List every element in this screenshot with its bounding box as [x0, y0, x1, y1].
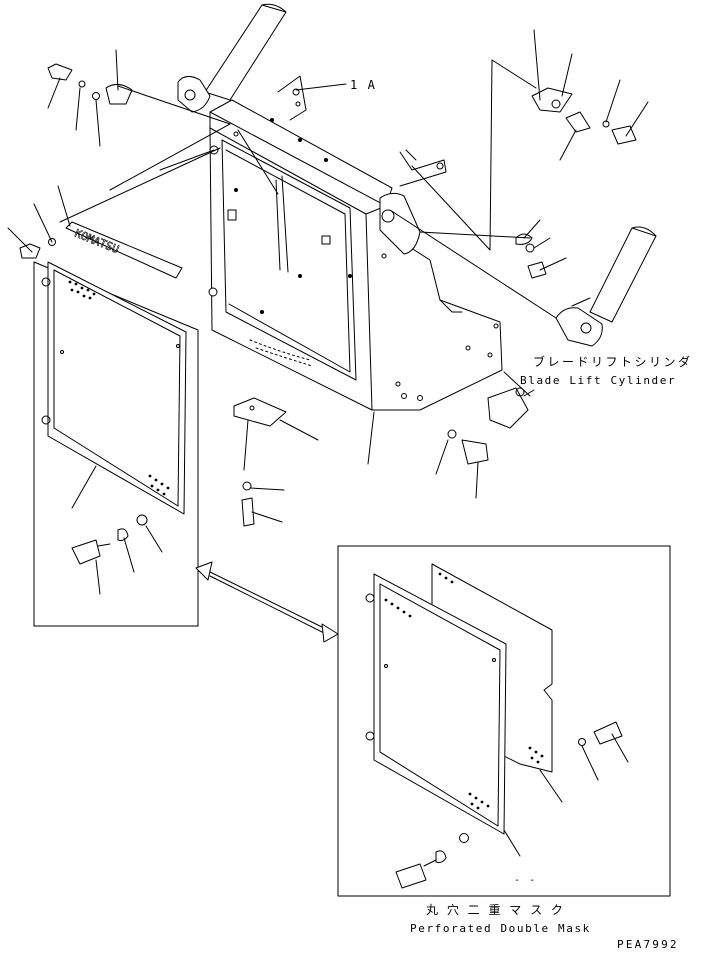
left-cylinder-rod [178, 4, 286, 112]
figure-code: PEA7992 [617, 938, 679, 951]
top-left-fasteners [48, 64, 132, 104]
right-inset [338, 546, 670, 896]
lower-bracket [234, 398, 286, 526]
nameplate-text: KOMATSU [73, 227, 121, 256]
ref-label-1a: 1 A [350, 78, 377, 92]
left-inset [34, 262, 198, 626]
hood-frame [209, 100, 502, 410]
blade-lift-cylinder-label: Blade Lift Cylinder [520, 374, 677, 387]
right-cylinder-rod [556, 227, 656, 346]
komatsu-nameplate: KOMATSU [66, 222, 182, 278]
inset-mark: - - [514, 875, 537, 886]
perforated-double-mask-label: Perforated Double Mask [410, 922, 591, 935]
perforated-double-mask-jp-label: 丸 穴 二 重 マ ス ク [426, 903, 566, 917]
leader-lines [8, 30, 648, 856]
side-fasteners [20, 239, 56, 259]
right-bracket [278, 76, 446, 254]
cylinder-mount [448, 388, 528, 464]
swap-arrow [196, 562, 338, 642]
clamp-parts [516, 88, 636, 278]
blade-lift-cylinder-jp-label: ブレードリフトシリンダ [533, 355, 693, 369]
